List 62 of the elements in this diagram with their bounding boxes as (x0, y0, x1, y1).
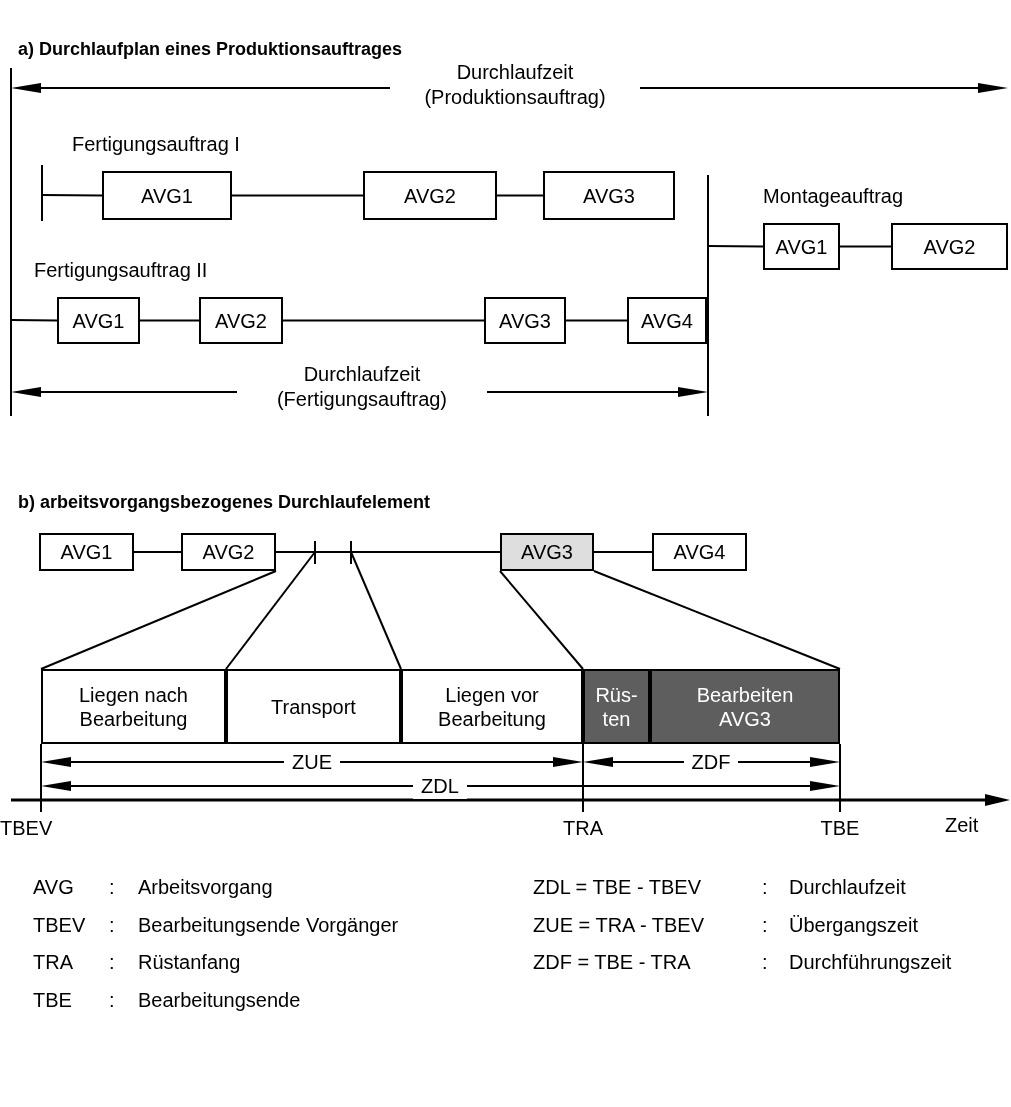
connector-line (10, 319, 58, 322)
glossary-term: TBEV (33, 912, 86, 938)
connector-line (499, 570, 584, 670)
connector-line (496, 194, 544, 197)
connector-line (133, 551, 182, 553)
connector-line (593, 551, 653, 553)
glossary-definition: Bearbeitungsende (138, 987, 301, 1013)
glossary-definition: Bearbeitungsende Vorgänger (138, 912, 399, 938)
process-box: AVG1 (57, 297, 140, 344)
connector-line (41, 194, 103, 197)
process-box: AVG2 (363, 171, 497, 220)
group-label: Montageauftrag (763, 185, 904, 207)
connector-line (593, 570, 841, 670)
process-box: AVG1 (763, 223, 840, 270)
glossary-definition: Durchlaufzeit (789, 875, 906, 900)
section-heading: a) Durchlaufplan eines Produktionsauftrages (18, 39, 403, 59)
time-point-label: TBEV (0, 817, 53, 839)
process-box: AVG3 (484, 297, 566, 344)
glossary-definition: Rüstanfang (138, 950, 241, 975)
process-box: Liegen nach Bearbeitung (41, 669, 226, 744)
process-box: AVG1 (102, 171, 232, 220)
glossary-separator: : (762, 875, 768, 900)
process-box: AVG2 (181, 533, 276, 571)
glossary-separator: : (109, 987, 115, 1013)
process-box: AVG2 (891, 223, 1008, 270)
process-box: AVG4 (652, 533, 747, 571)
activity-block: Rüs- ten (583, 669, 650, 744)
glossary-separator: : (109, 950, 115, 975)
process-box: AVG4 (627, 297, 707, 344)
connector-line (350, 551, 402, 670)
process-box: AVG3 (543, 171, 675, 220)
process-box: AVG2 (199, 297, 283, 344)
glossary-term: ZUE = TRA - TBEV (533, 912, 704, 938)
highlighted-process-box: AVG3 (500, 533, 594, 571)
axis-label: Zeit (945, 814, 979, 836)
glossary-separator: : (762, 912, 768, 938)
glossary-definition: Durchführungszeit (789, 950, 952, 975)
connector-line (231, 194, 364, 197)
connector-line (565, 319, 628, 322)
group-label: Fertigungsauftrag II (34, 259, 208, 281)
process-box: AVG1 (39, 533, 134, 571)
connector-line (839, 245, 892, 248)
process-box: Transport (226, 669, 401, 744)
connector-line (707, 245, 764, 248)
glossary-definition: Arbeitsvorgang (138, 875, 273, 900)
glossary-term: TBE (33, 987, 72, 1013)
connector-line (225, 551, 316, 670)
connector-line (282, 319, 485, 322)
glossary-term: TRA (33, 950, 73, 975)
activity-block: Bearbeiten AVG3 (650, 669, 840, 744)
group-label: Fertigungsauftrag I (72, 133, 240, 155)
glossary-definition: Übergangszeit (789, 912, 918, 938)
connector-line (40, 570, 277, 670)
glossary-separator: : (762, 950, 768, 975)
glossary-term: ZDF = TBE - TRA (533, 950, 691, 975)
connector-line (139, 319, 200, 322)
glossary-term: ZDL = TBE - TBEV (533, 875, 702, 900)
glossary-separator: : (109, 912, 115, 938)
section-heading: b) arbeitsvorgangsbezogenes Durchlaufelement (18, 492, 431, 512)
process-box: Liegen vor Bearbeitung (401, 669, 583, 744)
glossary-term: AVG (33, 875, 74, 900)
glossary-separator: : (109, 875, 115, 900)
